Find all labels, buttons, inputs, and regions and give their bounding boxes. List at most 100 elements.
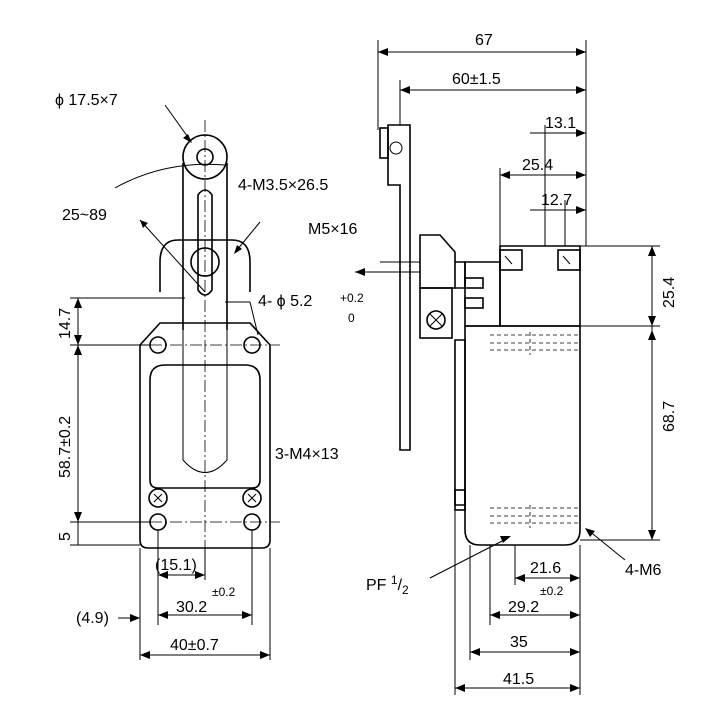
arrow-29-2-right	[570, 611, 580, 619]
arrow-41-5-right	[570, 684, 580, 692]
cover-screw-left	[148, 488, 168, 508]
arrow-68-7-top	[648, 330, 656, 340]
head-neck	[455, 261, 466, 289]
lever-plate	[387, 124, 411, 451]
m6-arrow	[585, 528, 595, 537]
arrow-15-1-left	[158, 571, 168, 579]
terminal-lower	[464, 297, 484, 309]
arrow-21-6-left	[515, 574, 525, 582]
label-25-4-h: 25.4	[522, 157, 553, 174]
arrow-35-left	[470, 648, 480, 656]
roller-axle	[389, 141, 403, 155]
thread-upper	[490, 332, 580, 355]
arrow-15-1-right	[195, 571, 205, 579]
arrow-67-left	[378, 48, 388, 56]
arrow-25-4-v-top	[648, 246, 656, 256]
arrow-30-2-right	[242, 611, 252, 619]
label-68-7: 68.7	[661, 401, 678, 432]
label-hole-tol-upper: +0.2	[340, 291, 364, 305]
angle-leader	[139, 219, 206, 293]
label-m6: 4-M6	[625, 562, 662, 579]
conduit-tab	[454, 489, 466, 511]
label-pf-den: 2	[402, 583, 409, 597]
arrow-29-2-left	[490, 611, 500, 619]
arrow-58-7-bottom	[74, 512, 82, 522]
label-21-6-tol: ±0.2	[540, 584, 564, 598]
lever-screw-arrow	[234, 245, 242, 254]
arrow-21-6-right	[570, 574, 580, 582]
pf-leader	[429, 537, 509, 579]
angle-arrow	[140, 220, 148, 228]
label-angle: 25~89	[62, 207, 107, 224]
arrow-68-7-bottom	[648, 530, 656, 540]
arrow-67-right	[576, 48, 586, 56]
label-60: 60±1.5	[452, 71, 501, 88]
side-view	[355, 40, 660, 695]
label-15-1: (15.1)	[155, 557, 197, 574]
label-14-7: 14.7	[57, 308, 74, 339]
pivot-screw-cross	[429, 313, 443, 327]
label-29-2: 29.2	[508, 599, 539, 616]
lever-slot	[197, 189, 213, 296]
label-pf-num: 1	[391, 573, 398, 587]
arrow-60-right	[576, 86, 586, 94]
label-holes: 4- ϕ 5.2	[258, 293, 312, 310]
thread-lower	[490, 505, 580, 528]
roller-leader	[164, 104, 191, 141]
head-block	[464, 261, 501, 327]
arrow-60-left	[400, 86, 410, 94]
hole-leader-tail	[249, 301, 259, 336]
arrow-14-7-top	[74, 298, 82, 308]
roller-edge	[379, 127, 389, 159]
m6-leader	[587, 529, 626, 561]
label-4-9: (4.9)	[76, 610, 109, 627]
angle-arc	[114, 163, 226, 189]
arrow-13-1	[576, 129, 586, 137]
arrow-25-4-v-bottom	[648, 316, 656, 326]
arrow-4-9	[130, 614, 140, 622]
arrow-40-left	[140, 651, 150, 659]
label-30-2: 30.2	[176, 599, 207, 616]
head-screw-marks	[504, 255, 571, 265]
label-roller: ϕ 17.5×7	[55, 92, 118, 109]
label-m5: M5×16	[308, 221, 357, 238]
label-25-4-v: 25.4	[661, 277, 678, 308]
arrow-40-right	[260, 651, 270, 659]
label-67: 67	[475, 32, 493, 49]
label-cover-screws: 3-M4×13	[275, 446, 339, 463]
label-pf: PF 1/2	[366, 573, 409, 597]
label-lever-screws: 4-M3.5×26.5	[238, 177, 328, 194]
lever-lower	[182, 330, 228, 473]
main-body	[464, 325, 581, 546]
label-41-5: 41.5	[503, 671, 534, 688]
roller-arrow	[183, 134, 192, 143]
label-58-7: 58.7±0.2	[57, 416, 74, 478]
label-35: 35	[510, 634, 528, 651]
arrow-41-5-left	[455, 684, 465, 692]
arrow-35-right	[570, 648, 580, 656]
cover-screw-right	[242, 488, 262, 508]
cover-screw-left-cross	[153, 493, 163, 503]
arrow-30-2-left	[158, 611, 168, 619]
arrow-14-7-bottom	[74, 335, 82, 345]
cover-outline	[149, 364, 261, 489]
head-housing	[499, 245, 581, 327]
front-view	[70, 104, 280, 660]
label-30-2-tol: ±0.2	[212, 585, 236, 599]
label-5: 5	[57, 532, 74, 541]
label-13-1: 13.1	[545, 115, 576, 132]
label-40: 40±0.7	[170, 637, 219, 654]
arrow-58-7-top	[74, 345, 82, 355]
arrow-25-4-right	[576, 171, 586, 179]
pf-arrow	[500, 536, 511, 543]
head-screw-right	[557, 249, 581, 271]
pivot-housing	[419, 287, 453, 339]
body-flange	[454, 339, 466, 506]
pivot-screw	[426, 310, 446, 330]
terminal-upper	[464, 277, 484, 289]
label-pf-slash: /	[398, 577, 403, 594]
arrow-12-7	[576, 206, 586, 214]
label-21-6: 21.6	[530, 560, 561, 577]
head-screw-left	[499, 249, 523, 271]
